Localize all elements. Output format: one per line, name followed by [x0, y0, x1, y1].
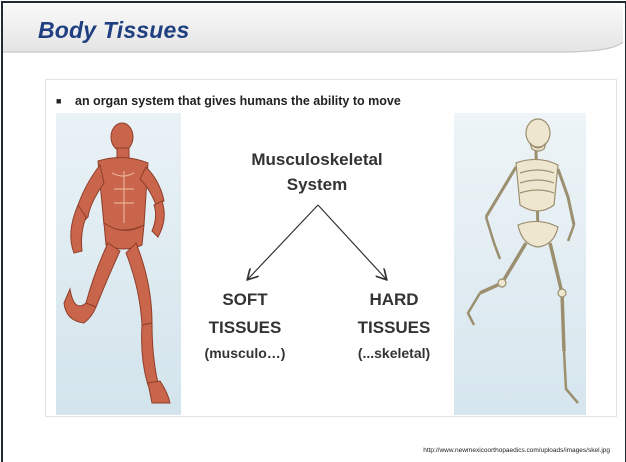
skeleton-figure-image — [454, 113, 586, 415]
image-source-url: http://www.newmexicoorthopaedics.com/upl… — [423, 447, 610, 454]
arrow-to-soft-tissues — [248, 205, 318, 279]
soft-tissues-sub: (musculo…) — [190, 343, 300, 363]
tissue-diagram: Musculoskeletal System SOFT TISSUES (mus… — [182, 113, 452, 415]
bullet-item: ■ an organ system that gives humans the … — [56, 94, 596, 114]
soft-tissues-label-line1: SOFT — [200, 287, 290, 313]
hard-tissues-sub: (...skeletal) — [339, 343, 449, 363]
hard-tissues-label-line2: TISSUES — [344, 315, 444, 341]
title-banner: Body Tissues — [0, 0, 626, 62]
square-bullet-icon: ■ — [56, 96, 61, 106]
hard-tissues-label-line1: HARD — [344, 287, 444, 313]
page-title: Body Tissues — [38, 17, 190, 44]
skeleton-runner-illustration — [454, 113, 586, 415]
muscle-figure-image — [56, 113, 181, 415]
diagram-arrows — [182, 113, 452, 415]
muscular-runner-illustration — [56, 113, 181, 415]
arrow-to-hard-tissues — [318, 205, 386, 279]
soft-tissues-label-line2: TISSUES — [200, 315, 290, 341]
bullet-text: an organ system that gives humans the ab… — [75, 94, 401, 108]
